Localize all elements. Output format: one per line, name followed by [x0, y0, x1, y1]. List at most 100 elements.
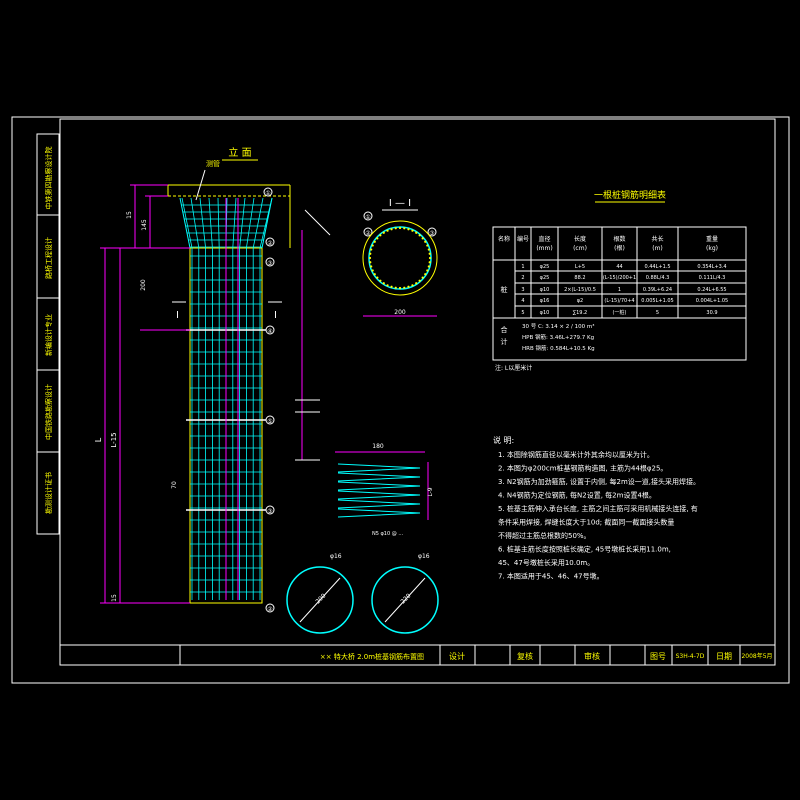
- side-stamp-column: [36, 133, 60, 535]
- dim-15: 15: [126, 211, 133, 219]
- table-header: 直径: [538, 235, 550, 243]
- spiral-turn: [337, 508, 421, 518]
- flare-bar: [239, 197, 246, 249]
- tag-label: ②: [267, 240, 273, 247]
- section-rebar: [398, 226, 402, 230]
- table-cell: 1: [521, 264, 524, 270]
- side-stamp-2: 路桥工程设计: [44, 237, 53, 279]
- spiral-detail: [335, 451, 429, 520]
- table-cell: 30.9: [706, 310, 717, 316]
- section-rebar: [407, 285, 410, 288]
- section-rebar: [394, 286, 397, 289]
- table-cell: 5: [521, 310, 524, 316]
- section-rebar: [427, 265, 430, 268]
- date-label: 日期: [716, 652, 732, 661]
- section-rebar: [386, 229, 389, 232]
- ring-2-label: φ16: [418, 553, 430, 560]
- section-tag-circle: [363, 211, 373, 221]
- table-cell: 0.354L+3.4: [697, 264, 726, 270]
- section-rebar: [371, 244, 374, 247]
- section-rebar: [379, 234, 382, 237]
- table-header: 名称: [498, 235, 510, 243]
- section-rebar-ring: [368, 226, 432, 290]
- ring-detail-2: [371, 566, 439, 634]
- dim-length-L15: L-15: [110, 432, 118, 447]
- section-rebar: [407, 228, 410, 231]
- flare-bar: [181, 197, 193, 249]
- tag-label: ③: [267, 508, 272, 515]
- section-rebar: [373, 273, 376, 276]
- side-stamp-5: 勘测设计证书: [44, 472, 53, 514]
- section-rebar: [428, 261, 431, 264]
- table-cell: φ2: [577, 298, 583, 304]
- flare-bar: [232, 197, 237, 249]
- date-value: 2008年5月: [741, 652, 772, 660]
- table-cell: 0.44L+1.5: [644, 264, 670, 270]
- table-cell: (一桩): [613, 309, 627, 316]
- pile-elevation: [179, 197, 273, 604]
- table-cell: ∑19.2: [573, 310, 588, 316]
- dim-length-L: L: [94, 437, 103, 442]
- table-cell: 0.88L/4.3: [646, 275, 670, 281]
- dim-200: 200: [140, 279, 147, 291]
- table-total-label: 合: [501, 325, 508, 334]
- section-rebar: [426, 269, 429, 272]
- note-line: 条件采用焊接, 焊缝长度大于10d; 截面同一截面接头数量: [498, 518, 674, 527]
- spiral-turn: [337, 472, 421, 482]
- title-block-title: ×× 特大桥 2.0m桩基钢筋布置图: [320, 652, 424, 661]
- section-rebar: [373, 240, 376, 243]
- note-line: 6. 桩基主筋长度按照桩长确定, 45号墩桩长采用11.0m,: [498, 545, 671, 554]
- section-rebar: [411, 229, 414, 232]
- table-header: 共长: [651, 235, 663, 243]
- dim-15-bottom: 15: [111, 594, 118, 602]
- side-stamp-3: 新编设计专业: [44, 314, 53, 356]
- table-cell: 44: [616, 264, 622, 270]
- table-cell: φ25: [540, 275, 550, 281]
- section-tag-label: ③: [429, 230, 434, 237]
- side-detail: [295, 209, 331, 461]
- section-rebar: [382, 231, 385, 234]
- table-cell: 2: [521, 275, 524, 281]
- section-rebar: [379, 279, 382, 282]
- table-header: (cm): [573, 245, 587, 252]
- title-block: [59, 644, 776, 666]
- design-label: 设计: [449, 651, 465, 661]
- section-rebar: [428, 252, 431, 255]
- inner-border: [59, 118, 776, 666]
- ring-detail-1: [286, 566, 354, 634]
- section-mark-left: I: [176, 310, 179, 321]
- side-stamp-4: 中国铁路勘察设计: [44, 384, 53, 440]
- table-title: 一根桩钢筋明细表: [594, 189, 666, 201]
- section-rebar: [370, 248, 373, 251]
- section-rebar: [428, 256, 432, 260]
- tag-circle: [265, 505, 275, 515]
- section-rebar: [394, 227, 397, 230]
- table-header: (m): [652, 245, 663, 252]
- drawing-no-label: 图号: [650, 652, 666, 661]
- section-rebar: [370, 265, 373, 268]
- section-rebar: [415, 231, 418, 234]
- section-rebar: [386, 284, 389, 287]
- tag-label: ④: [267, 328, 272, 335]
- flare-bar: [208, 197, 213, 249]
- table-total-label: 计: [501, 337, 508, 346]
- table-cell: 0.005L+1.05: [641, 298, 673, 304]
- section-rebar: [411, 284, 414, 287]
- table-cell: 4: [521, 298, 524, 304]
- spiral-turn: [337, 463, 421, 473]
- section-rebar: [426, 244, 429, 247]
- table-group: 桩: [501, 285, 508, 294]
- drawing-no: S3H-4-7D: [676, 653, 705, 660]
- tag-circle: [265, 603, 275, 613]
- table-cell: 0.24L+6.55: [697, 287, 726, 293]
- section-rebar: [424, 240, 427, 243]
- table-footnote: 注: L以厘米计: [495, 364, 532, 372]
- note-line: 45、47号墩桩长采用10.0m。: [498, 558, 594, 567]
- tag-label: ②: [267, 606, 273, 613]
- table-cell: 3: [521, 287, 524, 293]
- section-rebar: [371, 269, 374, 272]
- outer-border: [11, 116, 790, 684]
